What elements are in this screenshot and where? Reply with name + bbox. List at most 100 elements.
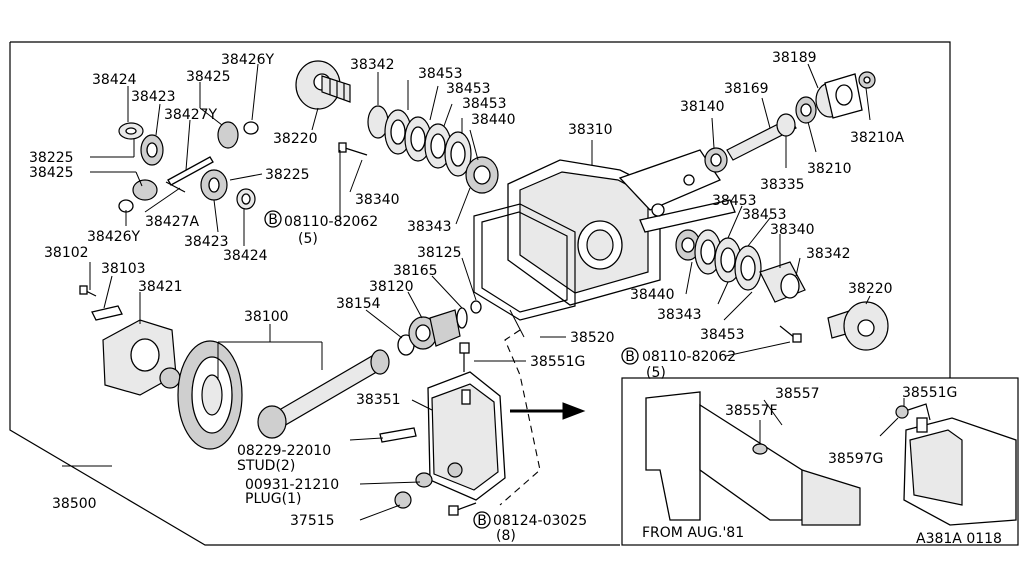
label-38220-r: 38220 <box>848 281 893 297</box>
flange-38189 <box>815 73 863 119</box>
label-38140: 38140 <box>680 99 725 115</box>
rear-cover-38351 <box>427 371 506 501</box>
label-38425-b: 38425 <box>29 165 74 181</box>
bolt-right-qty: (5) <box>646 365 666 381</box>
label-38103: 38103 <box>101 261 146 277</box>
label-38425-top: 38425 <box>186 69 231 85</box>
label-38453-b: 38453 <box>446 81 491 97</box>
bolt-38340-right <box>779 325 802 343</box>
bolt-bottom-qty: (8) <box>496 528 516 544</box>
label-38421: 38421 <box>138 279 183 295</box>
label-38102: 38102 <box>44 245 89 261</box>
label-38210: 38210 <box>807 161 852 177</box>
lock-pin-38427A <box>165 181 186 193</box>
bearing-38210 <box>795 96 817 124</box>
label-38500: 38500 <box>52 496 97 512</box>
label-38424-top: 38424 <box>92 72 137 88</box>
label-38335: 38335 <box>760 177 805 193</box>
spacer-38335 <box>776 113 796 137</box>
label-38125: 38125 <box>417 245 462 261</box>
stud-code: 08229-22010 <box>237 443 331 459</box>
bolt-marker-bottom: B <box>473 511 491 529</box>
lock-plate-38103 <box>91 305 123 321</box>
label-38165: 38165 <box>393 263 438 279</box>
washer-38125 <box>470 300 482 314</box>
label-38423-b: 38423 <box>184 234 229 250</box>
inset-label-38557: 38557 <box>775 386 820 402</box>
plug-code: 00931-21210 <box>245 477 339 493</box>
companion-flange-38220-left <box>295 60 351 110</box>
oil-seal-stack-right <box>675 229 806 303</box>
label-38343-r: 38343 <box>657 307 702 323</box>
plug-00931 <box>415 462 463 488</box>
label-38210A: 38210A <box>850 130 905 146</box>
bearing-38140 <box>704 147 728 173</box>
label-38440-top: 38440 <box>471 112 516 128</box>
shim-38165 <box>456 307 468 329</box>
dash-line-cover <box>499 329 541 506</box>
inset-frame-member <box>645 391 861 526</box>
label-38453-c: 38453 <box>462 96 507 112</box>
side-gear-washer-38424 <box>118 122 144 140</box>
bolt-right-code: 08110-82062 <box>642 349 736 365</box>
side-gear-washer-38424-lower <box>236 188 256 210</box>
pinion-shaft-38427Y <box>167 156 214 186</box>
label-38120: 38120 <box>369 279 414 295</box>
label-38440-r: 38440 <box>630 287 675 303</box>
part-labels: 38426Y 38424 38425 38423 38427Y 38220 38… <box>29 50 1002 547</box>
bolt-bottom-code: 08124-03025 <box>493 513 587 529</box>
side-gear-38423 <box>140 134 164 166</box>
bolt-marker-top: B <box>264 210 282 228</box>
inset-label-38551G: 38551G <box>902 385 957 401</box>
label-38424-b: 38424 <box>223 248 268 264</box>
label-38351: 38351 <box>356 392 401 408</box>
bolt-top-code: 08110-82062 <box>284 214 378 230</box>
inset-label-38557F: 38557F <box>725 403 778 419</box>
label-38551G: 38551G <box>530 354 585 370</box>
svg-text:B: B <box>625 349 635 365</box>
bolt-38340-left <box>338 142 368 156</box>
stud-name: STUD(2) <box>237 458 295 474</box>
label-38220-left: 38220 <box>273 131 318 147</box>
inset-frame <box>621 377 1019 546</box>
pinion-bearing-38120 <box>408 309 461 350</box>
label-38343-top: 38343 <box>407 219 452 235</box>
pinion-washer-38426Y-top <box>243 121 259 135</box>
figure-code: A381A 0118 <box>916 531 1002 547</box>
stud-08229 <box>379 427 417 443</box>
side-gear-38423-lower <box>200 169 228 201</box>
inset-label-38597G: 38597G <box>828 451 883 467</box>
label-38453-f: 38453 <box>700 327 745 343</box>
label-38426Y-b: 38426Y <box>87 229 141 245</box>
label-38342-top: 38342 <box>350 57 395 73</box>
label-38225-a: 38225 <box>29 150 74 166</box>
diff-case-38421 <box>102 319 181 396</box>
label-38340-top: 38340 <box>355 192 400 208</box>
inset-note: FROM AUG.'81 <box>642 525 744 541</box>
carrier-housing-38310 <box>507 149 736 306</box>
companion-flange-38220-right <box>827 301 889 351</box>
label-37515: 37515 <box>290 513 335 529</box>
label-38189: 38189 <box>772 50 817 66</box>
svg-text:B: B <box>268 212 278 228</box>
gasket-38520 <box>473 203 576 321</box>
bolt-08124 <box>448 502 477 516</box>
plug-name: PLUG(1) <box>245 491 301 507</box>
pinion-mate-38425-top <box>217 121 239 149</box>
label-38453-a: 38453 <box>418 66 463 82</box>
label-38340-r: 38340 <box>770 222 815 238</box>
bolt-top-qty: (5) <box>298 231 318 247</box>
label-38427A: 38427A <box>145 214 200 230</box>
bolt-38102 <box>79 285 97 297</box>
bolt-marker-right: B <box>621 347 639 365</box>
inset-connector-38597G <box>895 403 931 421</box>
label-38426Y-top: 38426Y <box>221 52 275 68</box>
leader-lines <box>62 63 905 521</box>
label-38427Y: 38427Y <box>164 107 218 123</box>
label-38154: 38154 <box>336 296 381 312</box>
label-38423-top: 38423 <box>131 89 176 105</box>
label-38100: 38100 <box>244 309 289 325</box>
drain-plug-37515 <box>394 491 412 509</box>
label-38310: 38310 <box>568 122 613 138</box>
